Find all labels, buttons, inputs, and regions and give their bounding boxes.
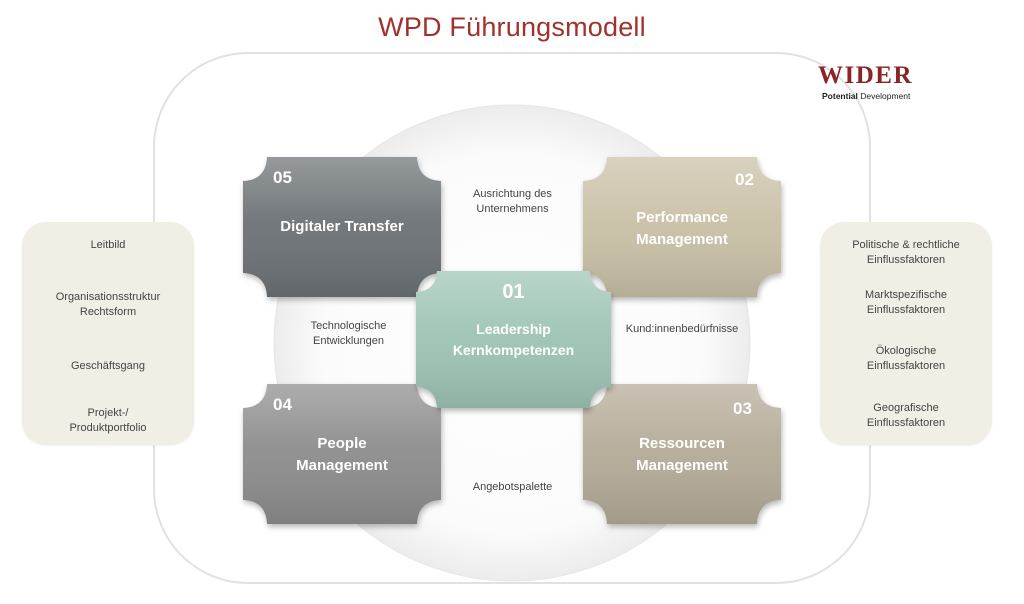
box-04-shape	[243, 384, 441, 524]
right-panel: Politische & rechtliche Einflussfaktoren…	[820, 222, 992, 445]
left-item-portfolio: Projekt-/ Produktportfolio	[69, 407, 147, 434]
box-01-title: Leadership Kernkompetenzen	[452, 321, 575, 358]
wider-logo: WIDER Potential Development	[808, 62, 928, 102]
box-05-title: Digitaler Transfer	[280, 218, 404, 235]
connector-top-label: Ausrichtung des Unternehmens	[473, 188, 552, 215]
box-02-number: 02	[735, 170, 754, 189]
left-item-geschaeftsgang: Geschäftsgang	[71, 360, 145, 372]
right-item-politisch: Politische & rechtliche Einflussfaktoren	[852, 239, 960, 266]
box-04-title: People Management	[296, 435, 388, 474]
connector-bottom-label: Angebotspalette	[472, 481, 553, 493]
box-03-title: Ressourcen Management	[636, 435, 728, 474]
right-item-geografisch: Geografische Einflussfaktoren	[866, 402, 946, 429]
logo-tagline-rest: Development	[860, 91, 911, 101]
connector-right-label: Kund:innenbedürfnisse	[625, 323, 739, 335]
page-title: WPD Führungsmodell	[378, 12, 646, 42]
box-04-number: 04	[273, 395, 292, 414]
box-02-title: Performance Management	[636, 209, 728, 248]
left-item-leitbild: Leitbild	[90, 239, 126, 251]
box-01-number: 01	[502, 281, 525, 303]
logo-tagline-bold: Potential	[822, 91, 858, 101]
connector-left-label: Technologische Entwicklungen	[310, 320, 387, 347]
right-item-oekologisch: Ökologische Einflussfaktoren	[866, 345, 946, 372]
box-03-shape	[583, 384, 781, 524]
box-01-shape	[416, 271, 611, 408]
box-05-number: 05	[273, 168, 292, 187]
left-panel: Leitbild Organisationsstruktur Rechtsfor…	[22, 222, 194, 445]
left-item-organisation: Organisationsstruktur Rechtsform	[55, 291, 161, 318]
right-item-markt: Marktspezifische Einflussfaktoren	[865, 289, 947, 316]
box-03-number: 03	[733, 399, 752, 418]
logo-tagline: Potential Development	[822, 91, 910, 101]
box-02-shape	[583, 157, 781, 297]
logo-wordmark: WIDER	[818, 62, 914, 89]
box-05-shape	[243, 157, 441, 297]
